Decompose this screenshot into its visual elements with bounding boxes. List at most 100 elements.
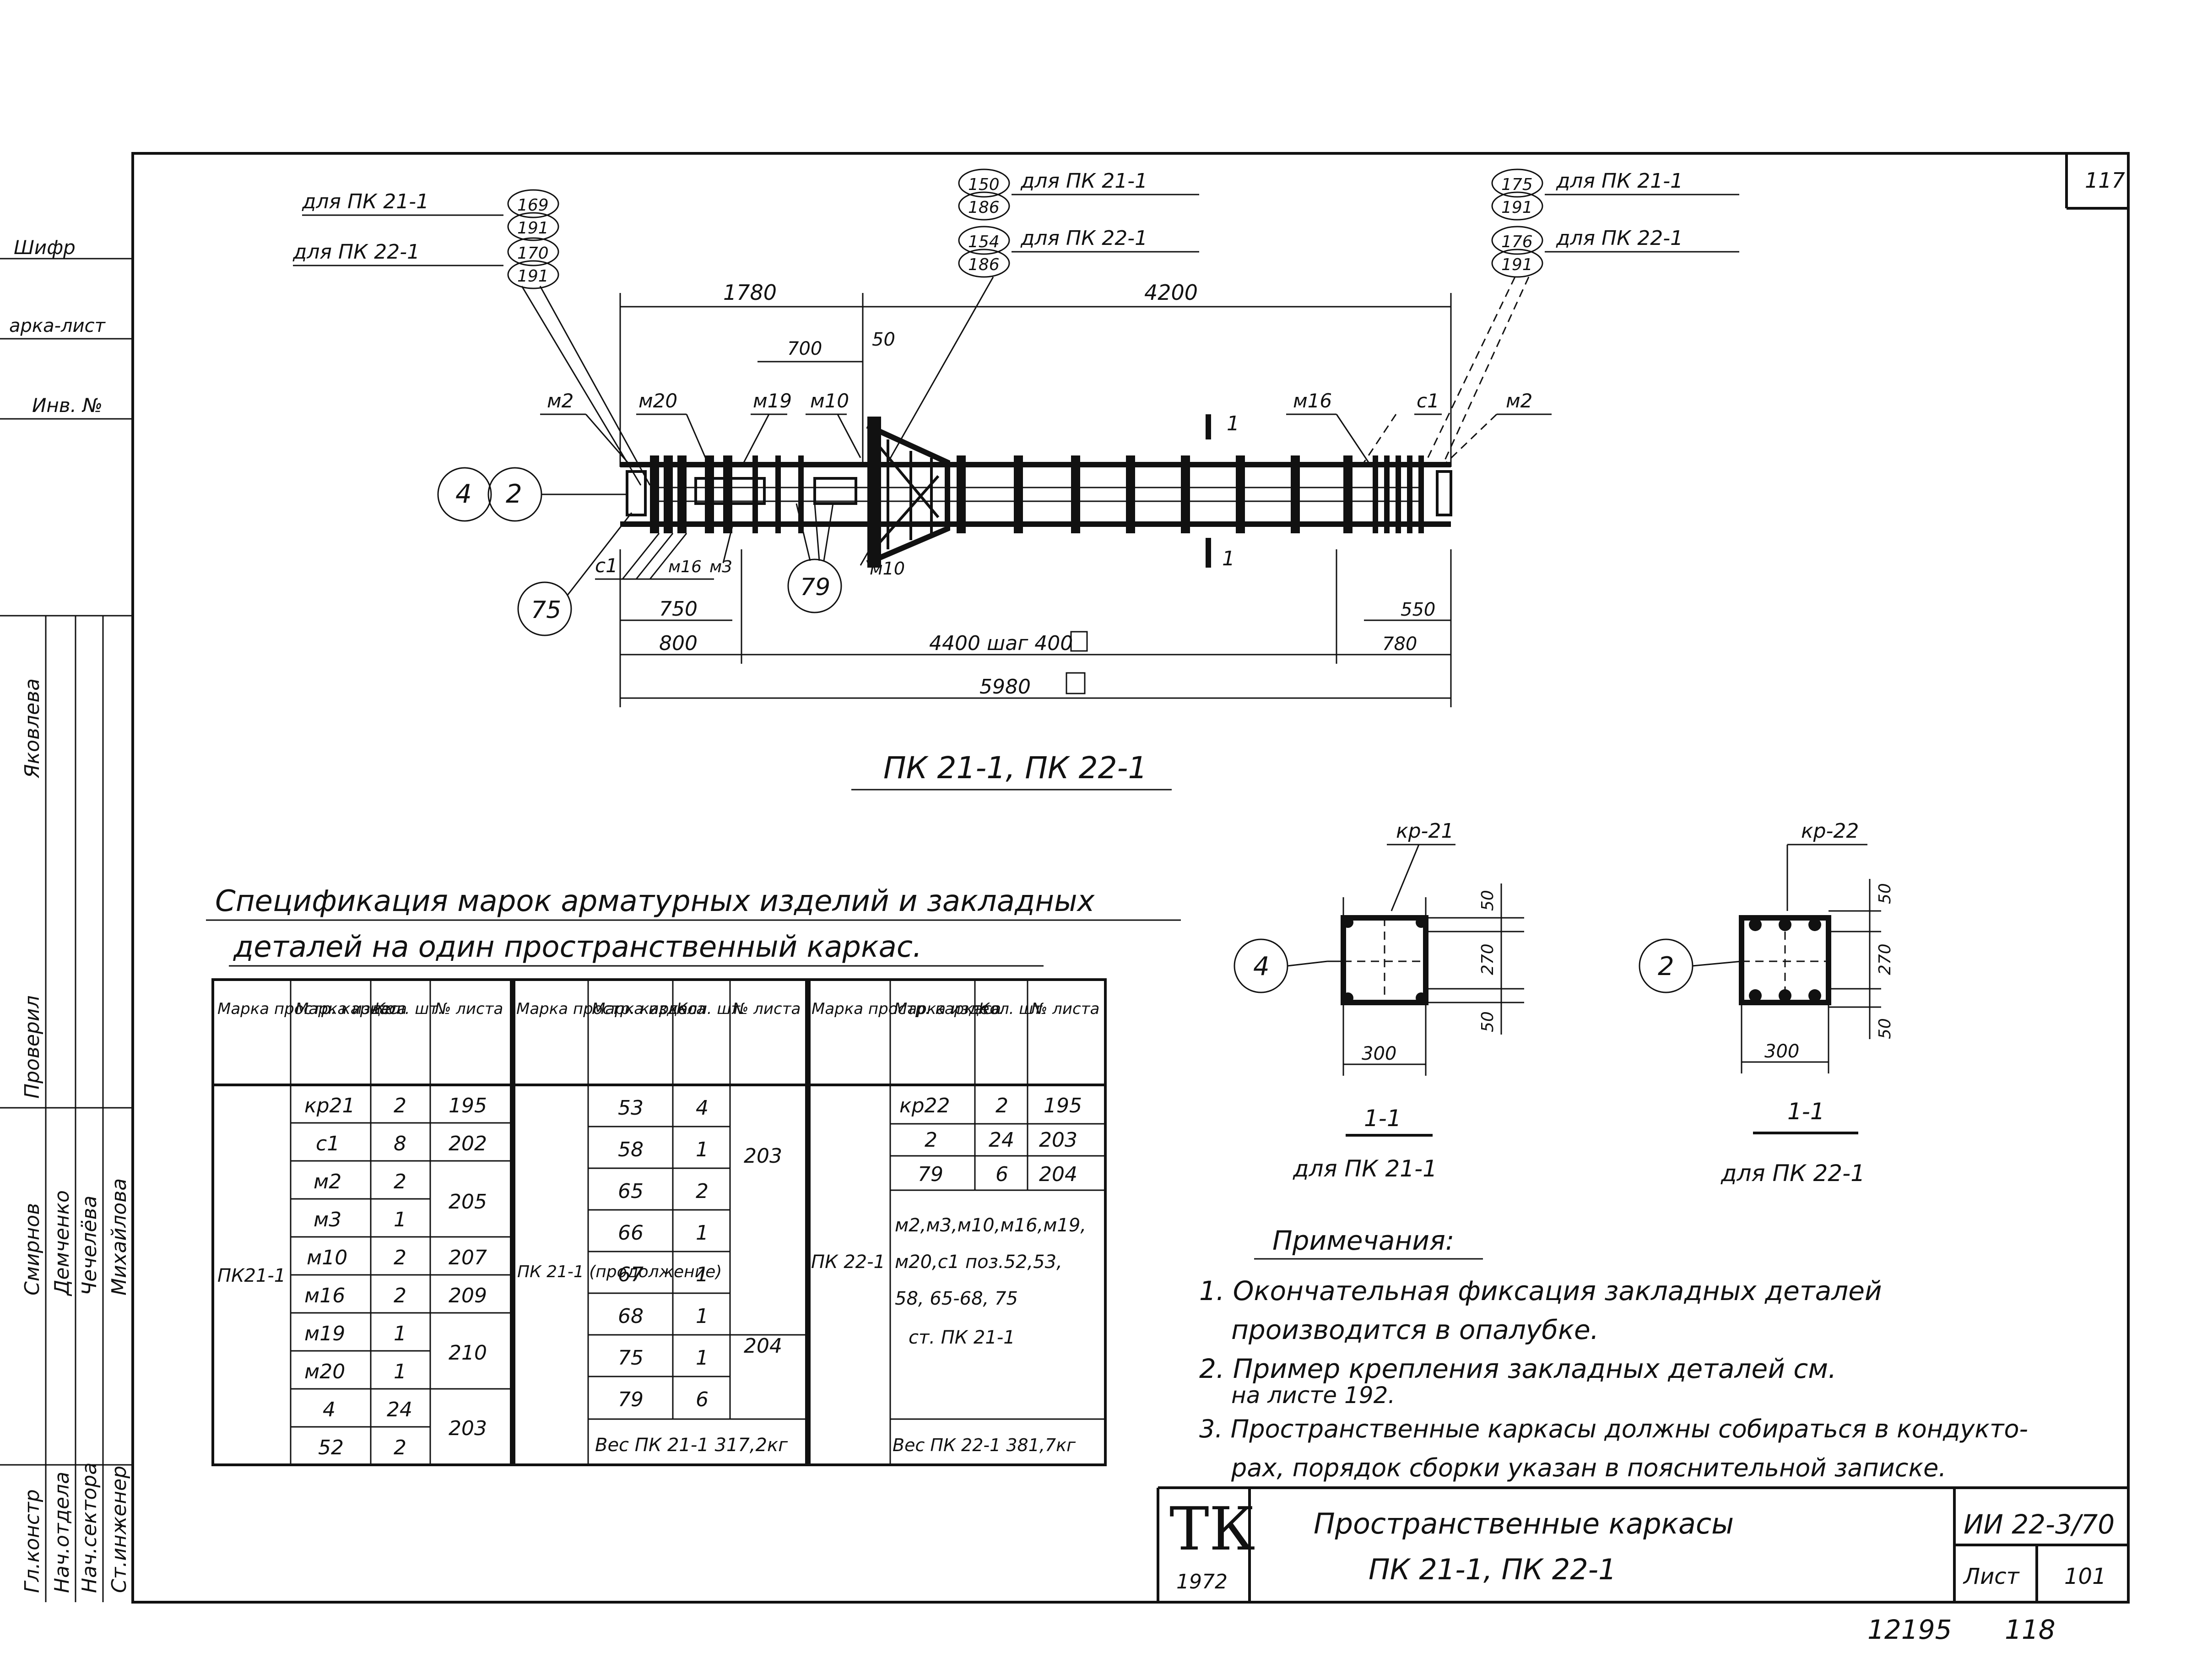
dim-50: 50: [872, 329, 895, 350]
note-3b: рах, порядок сборки указан в пояснительн…: [1231, 1453, 1946, 1482]
svg-text:195: 195: [449, 1094, 487, 1117]
svg-text:186: 186: [968, 198, 1000, 217]
margin-label-cipher: Шифр: [14, 236, 76, 259]
main-view-title: ПК 21-1, ПК 22-1: [883, 750, 1147, 786]
spec-frame-pk21: ПК21-1: [217, 1265, 286, 1286]
svg-text:2: 2: [394, 1094, 406, 1117]
note-2a: 2. Пример крепления закладных деталей см…: [1199, 1353, 1836, 1384]
svg-text:2: 2: [394, 1170, 406, 1193]
spec-table: Спецификация марок арматурных изделий и …: [206, 884, 1181, 1466]
svg-text:65: 65: [618, 1180, 644, 1203]
svg-text:Марка издел.: Марка издел.: [894, 1000, 1004, 1018]
svg-text:4: 4: [1253, 952, 1270, 981]
svg-text:207: 207: [449, 1246, 487, 1269]
sheet-no: 101: [2064, 1564, 2106, 1589]
svg-text:м10: м10: [810, 390, 849, 412]
svg-text:79: 79: [618, 1388, 644, 1411]
svg-text:191: 191: [517, 219, 549, 238]
doc-code: ИИ 22-3/70: [1964, 1509, 2115, 1540]
title-block: ТК 1972 Пространственные каркасы ПК 21-1…: [1157, 1486, 2128, 1602]
spec-weight-pk21: Вес ПК 21-1 317,2кг: [595, 1435, 788, 1456]
spec-frame-pk21-cont: ПК 21-1 (продолжение): [517, 1263, 722, 1281]
svg-text:24: 24: [989, 1128, 1014, 1152]
svg-text:м16: м16: [668, 558, 702, 576]
note-2b: на листе 192.: [1231, 1382, 1395, 1409]
sheet-number-top: 117: [2085, 168, 2125, 193]
svg-text:Марка издел.: Марка издел.: [592, 1000, 702, 1018]
bottom-number-a: 12195: [1867, 1614, 1952, 1645]
svg-text:169: 169: [517, 196, 549, 215]
svg-text:195: 195: [1044, 1094, 1082, 1117]
tk-logo: ТК: [1169, 1494, 1255, 1564]
notes-heading: Примечания:: [1272, 1225, 1454, 1256]
svg-text:1: 1: [394, 1208, 406, 1231]
dim-1780: 1780: [723, 280, 777, 305]
spec-title-2: деталей на один пространственный каркас.: [233, 930, 922, 964]
svg-text:Марка издел.: Марка издел.: [295, 1000, 406, 1018]
dim-550: 550: [1401, 599, 1435, 620]
dim-700: 700: [787, 338, 822, 359]
svg-text:50: 50: [1876, 883, 1894, 904]
svg-text:м16: м16: [304, 1284, 345, 1307]
svg-text:м10: м10: [870, 558, 905, 579]
checked-label: Проверил: [21, 995, 44, 1099]
spec-weight-pk22: Вес ПК 22-1 381,7кг: [893, 1435, 1076, 1455]
spec-frame-pk22: ПК 22-1: [811, 1252, 885, 1273]
svg-text:кр22: кр22: [899, 1094, 950, 1117]
svg-text:4: 4: [696, 1096, 709, 1120]
svg-text:1: 1: [394, 1322, 406, 1345]
svg-text:1: 1: [696, 1138, 709, 1161]
approver-role-1: Гл.констр: [21, 1489, 44, 1593]
callout-label-4: для ПК 22-1: [1020, 227, 1147, 250]
approver-name-3: Чечелёва: [78, 1196, 101, 1295]
svg-text:2: 2: [394, 1436, 406, 1459]
svg-text:м20,с1 поз.52,53,: м20,с1 поз.52,53,: [895, 1252, 1062, 1273]
svg-text:м19: м19: [304, 1322, 345, 1345]
note-1a: 1. Окончательная фиксация закладных дета…: [1199, 1275, 1882, 1306]
svg-text:2: 2: [995, 1094, 1008, 1117]
dim-750: 750: [659, 597, 698, 621]
svg-text:68: 68: [618, 1305, 644, 1328]
approver-name-1: Смирнов: [21, 1203, 44, 1295]
approver-name-4: Михайлова: [108, 1178, 131, 1295]
svg-text:м20: м20: [638, 390, 677, 412]
approver-name-2: Демченко: [50, 1190, 74, 1296]
left-margin: Шифр арка-лист Инв. № Гл.констр Смирнов …: [0, 236, 133, 1602]
svg-text:58: 58: [618, 1138, 644, 1161]
svg-text:204: 204: [1039, 1163, 1077, 1186]
approver-role-2: Нач.отдела: [50, 1472, 74, 1593]
bottom-number-b: 118: [2005, 1614, 2056, 1645]
section-kr21: кр-21 4 50 270 50 300 1-1 для ПК 21-1: [1234, 819, 1524, 1182]
svg-text:Марка простр. каркаса: Марка простр. каркаса: [516, 1000, 706, 1018]
tk-year: 1972: [1176, 1570, 1228, 1593]
svg-text:202: 202: [449, 1132, 487, 1155]
svg-text:Кол. шт.: Кол. шт.: [979, 1000, 1047, 1018]
svg-text:кр-22: кр-22: [1801, 819, 1859, 843]
svg-text:203: 203: [449, 1417, 487, 1440]
svg-text:66: 66: [618, 1221, 644, 1245]
svg-text:м20: м20: [304, 1360, 345, 1383]
svg-text:191: 191: [1501, 255, 1533, 274]
svg-text:191: 191: [1501, 198, 1533, 217]
svg-text:8: 8: [394, 1132, 406, 1155]
svg-text:с1: с1: [316, 1132, 340, 1155]
svg-text:75: 75: [618, 1346, 644, 1370]
svg-text:2: 2: [394, 1246, 406, 1269]
margin-label-sheet: арка-лист: [9, 315, 106, 336]
callout-label-5: для ПК 21-1: [1556, 169, 1683, 193]
main-elevation: для ПК 21-1 169 191 для ПК 22-1 170 191 …: [292, 168, 1739, 791]
svg-text:67: 67: [618, 1263, 644, 1286]
svg-text:м3: м3: [709, 558, 732, 576]
svg-text:210: 210: [449, 1341, 487, 1365]
svg-text:кр21: кр21: [304, 1094, 355, 1117]
svg-text:6: 6: [696, 1388, 709, 1411]
svg-text:79: 79: [918, 1163, 943, 1186]
svg-text:м16: м16: [1293, 390, 1332, 412]
callout-label-3: для ПК 21-1: [1020, 169, 1147, 193]
svg-text:2: 2: [1658, 952, 1674, 981]
dim-4200: 4200: [1144, 280, 1198, 305]
svg-text:ст. ПК 21-1: ст. ПК 21-1: [909, 1327, 1015, 1348]
svg-text:50: 50: [1876, 1018, 1894, 1039]
svg-text:52: 52: [318, 1436, 344, 1459]
note-1b: производится в опалубке.: [1231, 1314, 1599, 1345]
